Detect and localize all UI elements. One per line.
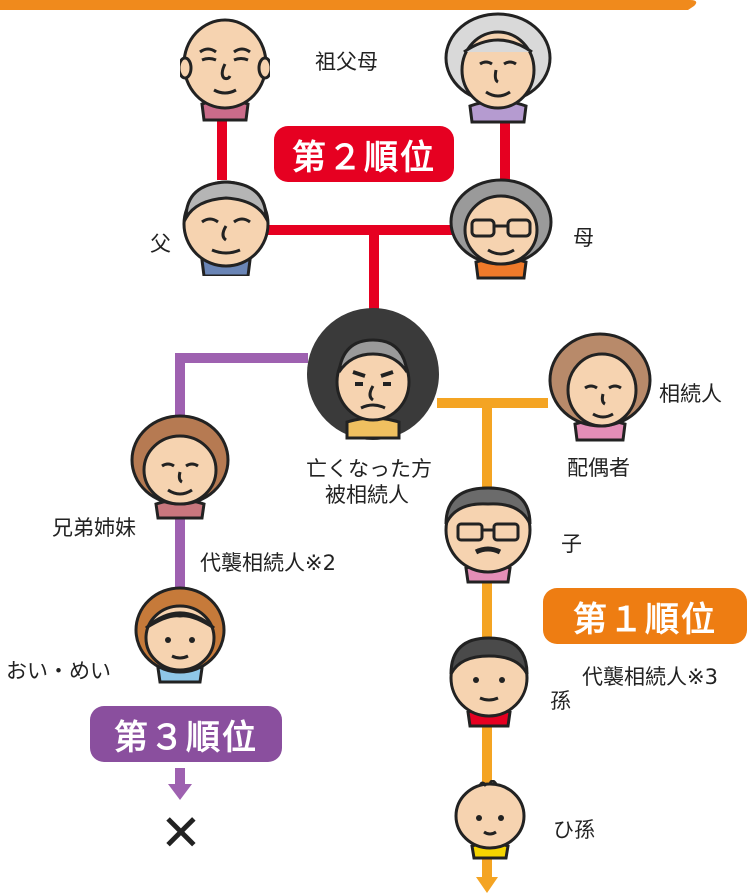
label-substitute-heir-3: 代襲相続人※3: [582, 665, 718, 689]
no-heir-cross-mark: ✕: [160, 804, 202, 862]
label-mother: 母: [573, 226, 594, 250]
grandfather-face-icon: [180, 18, 270, 122]
rank2-badge: 第２順位: [274, 126, 454, 182]
rank1-badge: 第１順位: [543, 588, 747, 644]
rank3-lines: [175, 353, 308, 786]
child-face-icon: [444, 486, 532, 584]
rank3-badge: 第３順位: [90, 706, 282, 762]
label-child: 子: [561, 532, 582, 556]
label-deceased-2: 被相続人: [325, 483, 409, 507]
label-heir: 相続人: [659, 382, 722, 406]
mother-face-icon: [449, 178, 553, 280]
father-face-icon: [182, 180, 270, 276]
label-grandchild: 孫: [550, 689, 571, 713]
label-substitute-heir-2: 代襲相続人※2: [200, 551, 336, 575]
label-great-grandchild: ひ孫: [553, 818, 595, 842]
great-grandchild-face-icon: [454, 780, 526, 860]
label-niece-nephew: おい・めい: [6, 659, 111, 683]
rank1-arrow-head: [476, 877, 498, 893]
label-father: 父: [150, 232, 171, 256]
spouse-face-icon: [548, 332, 652, 442]
label-siblings: 兄弟姉妹: [52, 516, 136, 540]
niece-nephew-face-icon: [134, 586, 226, 684]
grandchild-face-icon: [449, 636, 529, 728]
label-spouse: 配偶者: [567, 456, 630, 480]
label-deceased-1: 亡くなった方: [306, 457, 432, 481]
rank1-lines: [437, 398, 548, 880]
top-bar: [0, 0, 697, 10]
label-grandparents: 祖父母: [315, 50, 378, 74]
sibling-face-icon: [130, 414, 230, 520]
grandmother-face-icon: [444, 12, 552, 124]
deceased-face-icon: [307, 308, 439, 440]
rank3-arrow-head: [168, 784, 192, 800]
